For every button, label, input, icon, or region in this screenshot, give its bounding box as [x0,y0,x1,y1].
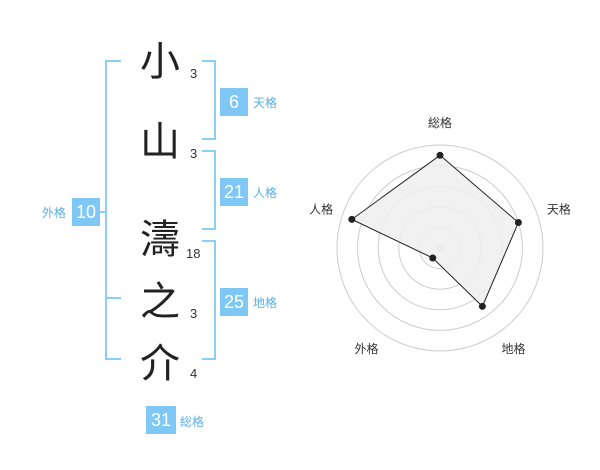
tenkaku-bracket [202,60,216,140]
tenkaku-value: 6 [220,88,248,116]
chikaku-label: 地格 [253,296,278,310]
radar-point-5 [348,215,356,223]
gaikaku-value: 10 [72,198,100,226]
jinkaku-bracket [202,150,216,230]
gaikaku-connector [99,211,106,213]
name-char-5: 介 [140,341,180,387]
radar-point-1 [436,151,444,159]
gaikaku-bracket-tick [105,297,121,299]
stroke-count-2: 3 [190,146,198,161]
soukaku-label: 総格 [180,415,205,429]
radar-axis-label-3: 地格 [501,341,525,356]
radar-point-3 [478,302,486,310]
stroke-count-1: 3 [190,66,198,81]
radar-axis-label-5: 人格 [309,201,333,216]
soukaku-value: 31 [146,406,176,434]
jinkaku-value: 21 [220,178,248,206]
radar-point-2 [514,219,522,227]
radar-axis-label-2: 天格 [547,201,571,216]
radar-points [348,151,522,310]
radar-axis-label-1: 総格 [428,115,452,130]
stroke-count-4: 3 [190,306,198,321]
gaikaku-label: 外格 [42,206,67,220]
stroke-count-5: 4 [190,366,198,381]
name-char-2: 山 [140,119,180,165]
name-char-1: 小 [140,39,180,85]
gaikaku-bracket [105,60,121,360]
name-char-4: 之 [140,279,180,325]
chikaku-bracket [202,240,216,360]
stroke-count-3: 18 [186,246,201,261]
radar-polygon [350,154,519,308]
radar-axis-label-4: 外格 [355,341,379,356]
radar-point-4 [429,254,437,262]
chikaku-value: 25 [220,288,248,316]
jinkaku-label: 人格 [253,186,278,200]
tenkaku-label: 天格 [253,96,278,110]
name-char-3: 濤 [140,217,180,263]
radar-ring-5 [336,144,544,352]
